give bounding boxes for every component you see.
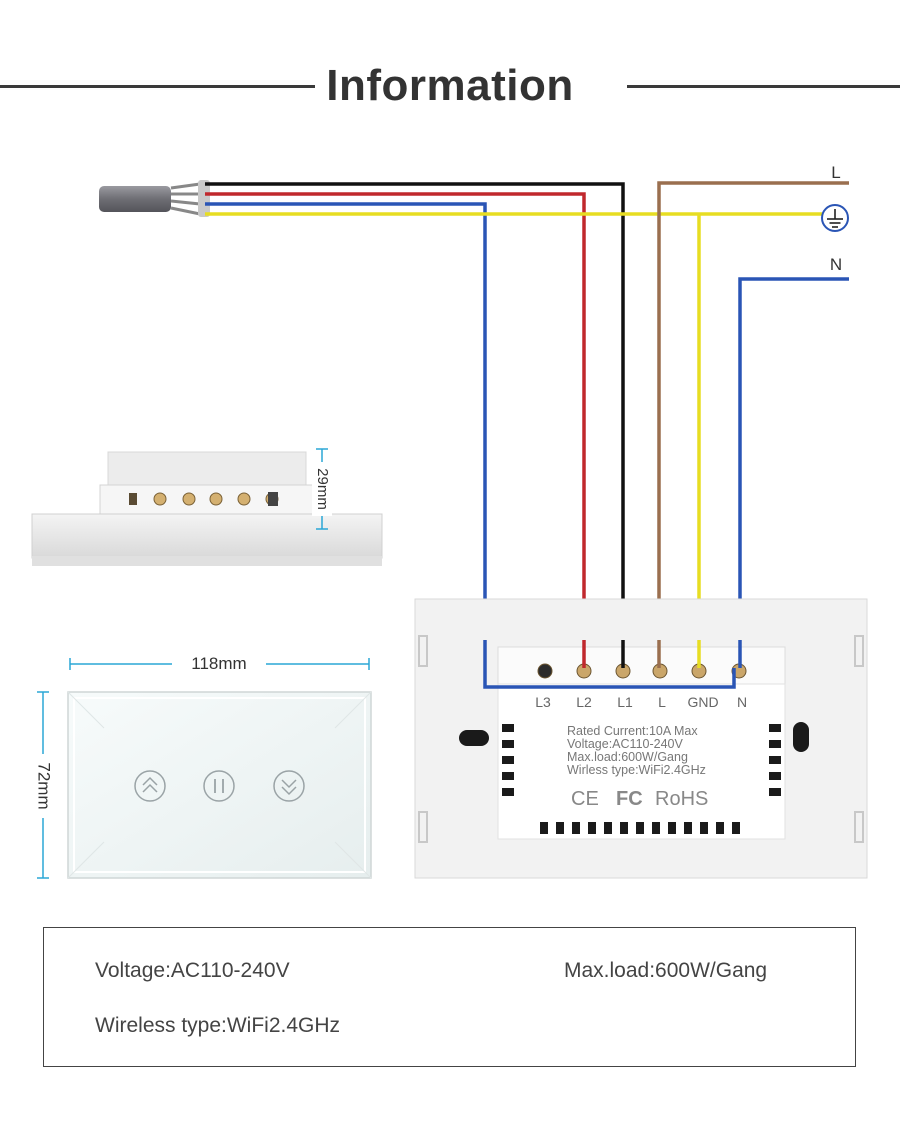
up-chevrons-icon bbox=[134, 770, 166, 802]
section-header: Information bbox=[0, 55, 900, 115]
wire-ends bbox=[483, 640, 742, 689]
rohs-mark: RoHS bbox=[655, 788, 708, 810]
rating-label: Rated Current:10A Max Voltage:AC110-240V… bbox=[567, 724, 706, 777]
wire-black bbox=[205, 182, 625, 668]
header-rule-right bbox=[627, 85, 900, 88]
terminal-label: L3 bbox=[535, 694, 551, 710]
terminal-label: L bbox=[658, 694, 666, 710]
live-label: L bbox=[831, 163, 840, 182]
height-dimension: 72mm bbox=[35, 691, 54, 879]
wire-blue-neutral bbox=[738, 277, 849, 668]
ce-mark: CE bbox=[571, 788, 599, 810]
spec-max-load: Max.load:600W/Gang bbox=[564, 959, 768, 982]
header-rule-left bbox=[0, 85, 315, 88]
depth-dimension: 29mm bbox=[312, 448, 332, 530]
depth-label: 29mm bbox=[314, 468, 331, 510]
width-label: 118mm bbox=[191, 654, 246, 673]
width-dimension: 118mm bbox=[69, 654, 370, 673]
wire-red bbox=[205, 192, 586, 668]
page-title: Information bbox=[326, 61, 574, 110]
earth-ground-icon bbox=[821, 204, 849, 232]
switch-side-view bbox=[31, 451, 383, 566]
height-label: 72mm bbox=[35, 762, 54, 809]
certification-marks: CE FC RoHS bbox=[571, 788, 708, 810]
switch-back-view bbox=[414, 598, 868, 879]
spec-wireless: Wireless type:WiFi2.4GHz bbox=[95, 1014, 341, 1037]
switch-front-panel bbox=[67, 691, 372, 879]
rating-line: Voltage:AC110-240V bbox=[567, 737, 683, 751]
fcc-mark: FC bbox=[616, 788, 643, 810]
terminal-label: L1 bbox=[617, 694, 633, 710]
terminal-labels: L3 L2 L1 L GND N bbox=[535, 694, 747, 710]
down-chevrons-icon bbox=[273, 770, 305, 802]
rating-line: Wirless type:WiFi2.4GHz bbox=[567, 763, 706, 777]
pause-icon bbox=[203, 770, 235, 802]
wire-brown bbox=[657, 181, 849, 668]
spec-voltage: Voltage:AC110-240V bbox=[95, 959, 290, 982]
neutral-label: N bbox=[830, 255, 842, 274]
terminal-label: N bbox=[737, 694, 747, 710]
specs-box: Voltage:AC110-240V Max.load:600W/Gang Wi… bbox=[43, 927, 856, 1067]
terminal-label: GND bbox=[687, 694, 718, 710]
cable bbox=[99, 180, 210, 217]
rating-line: Max.load:600W/Gang bbox=[567, 750, 688, 764]
rating-line: Rated Current:10A Max bbox=[567, 724, 698, 738]
terminal-label: L2 bbox=[576, 694, 592, 710]
